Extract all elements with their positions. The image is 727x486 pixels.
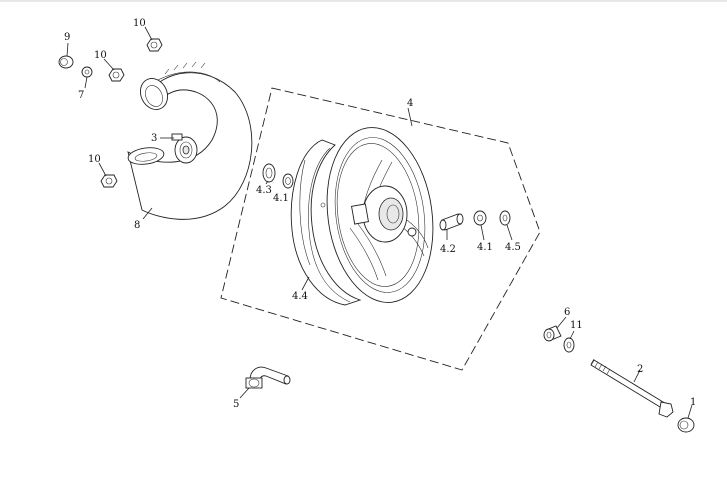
callout-10-mid: 10 [88,154,101,165]
part-4-1-bearing-left [282,173,294,189]
callout-4-1-right: 4.1 [477,242,493,253]
leader-10-top [144,26,153,41]
callout-4-3: 4.3 [256,185,272,196]
leader-1 [687,404,693,419]
callout-3: 3 [151,133,157,144]
part-4-3-seal [262,163,276,183]
leader-6 [556,316,567,329]
leader-4-5 [506,224,513,241]
leader-10-mid [98,162,107,177]
part-4-5-seal [499,210,511,226]
leader-4 [407,107,413,127]
leader-4-3 [265,180,269,185]
callout-4-5: 4.5 [505,242,521,253]
leader-2 [633,369,641,383]
part-10-nut-mid [100,174,118,188]
leader-11 [569,330,575,340]
callout-10-top: 10 [133,18,146,29]
part-4-4-wheel-rim [290,127,434,306]
part-10-nut-left [108,68,125,82]
callout-6: 6 [564,307,570,318]
callout-11: 11 [570,320,583,331]
callout-8: 8 [134,220,140,231]
leader-9 [66,42,69,57]
part-8-tire [127,61,253,220]
part-4-1-bearing-right [473,210,487,226]
callout-2: 2 [637,364,643,375]
leader-8 [142,207,153,220]
callout-4-4: 4.4 [292,291,308,302]
wheel-assembly-boundary [220,87,541,371]
leader-5 [239,387,250,399]
part-7-washer [81,66,93,78]
leader-10-left [103,58,115,71]
part-5-air-valve [245,366,291,389]
part-4-2-spacer [439,213,464,231]
part-1-axle-nut [677,417,695,433]
leader-7 [84,76,88,89]
part-11-washer [563,337,575,353]
callout-7: 7 [78,90,84,101]
part-9-cap [58,55,74,69]
part-2-axle [590,358,674,418]
callout-4: 4 [407,98,413,109]
callout-1: 1 [690,397,696,408]
callout-10-left: 10 [94,50,107,61]
callout-4-2: 4.2 [440,244,456,255]
part-10-nut-top [146,38,163,52]
callout-4-1-left: 4.1 [273,193,289,204]
leader-4-4 [301,276,310,291]
part-6-collar [543,325,562,342]
part-3-speedometer-gear [171,133,198,164]
callout-9: 9 [64,32,70,43]
callout-5: 5 [233,399,239,410]
leader-4-1-right [480,224,485,241]
